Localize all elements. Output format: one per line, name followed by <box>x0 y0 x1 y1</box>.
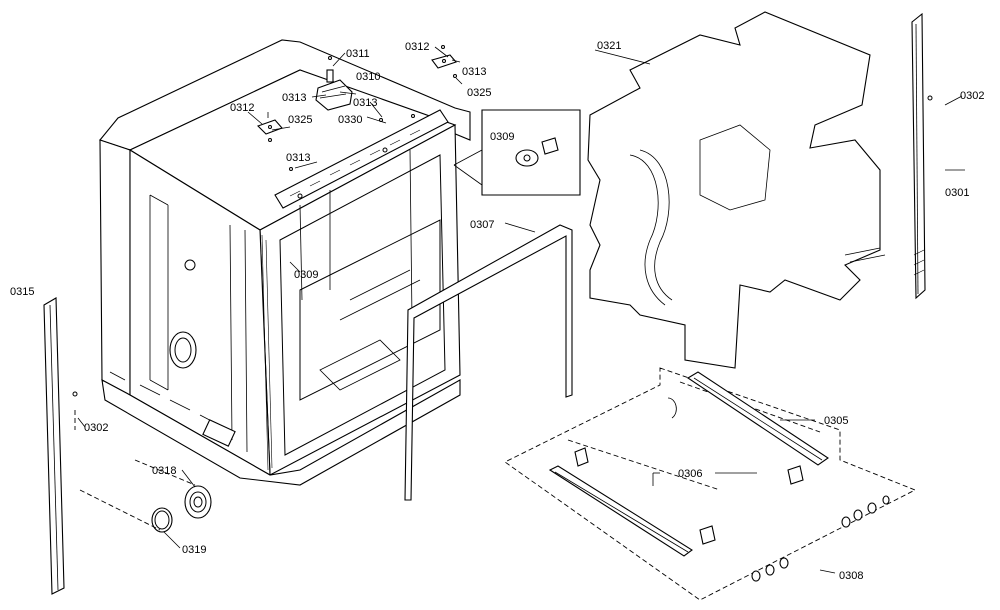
door-gasket-0307 <box>404 224 573 501</box>
label-0315: 0315 <box>10 286 34 298</box>
label-0313-mid: 0313 <box>286 152 310 164</box>
label-0325-left: 0325 <box>288 114 312 126</box>
side-strip-0315 <box>43 297 65 595</box>
part-0318 <box>184 485 212 519</box>
label-0312-left: 0312 <box>230 102 254 114</box>
part-0319 <box>151 507 173 533</box>
label-0313-center: 0313 <box>353 97 377 109</box>
dashed-guides <box>74 410 196 531</box>
label-0313-top: 0313 <box>462 66 486 78</box>
label-0309-box: 0309 <box>490 131 514 143</box>
label-0302-right: 0302 <box>960 90 984 102</box>
screw-0302-right <box>927 95 933 101</box>
label-0302-left: 0302 <box>84 422 108 434</box>
label-0313-left-hinge: 0313 <box>282 92 306 104</box>
side-strip-0301 <box>911 12 926 300</box>
label-0319: 0319 <box>182 544 206 556</box>
screws-top <box>268 45 457 171</box>
label-0309-inner: 0309 <box>294 269 318 281</box>
part-labels: 0311 0310 0313 0312 0313 0325 0312 0325 … <box>10 40 984 582</box>
label-0330: 0330 <box>338 114 362 126</box>
bracket-0312-top <box>431 54 457 69</box>
insulation-blanket-0321 <box>587 11 886 369</box>
leader-lines <box>77 46 965 574</box>
label-0312-top: 0312 <box>405 41 429 53</box>
label-0310: 0310 <box>356 71 380 83</box>
tub-assembly <box>99 39 471 486</box>
label-0301: 0301 <box>945 187 969 199</box>
label-0311: 0311 <box>346 48 370 60</box>
label-0321: 0321 <box>597 40 621 52</box>
lower-rail-assembly <box>504 367 917 601</box>
top-bracket <box>274 109 449 209</box>
label-0308: 0308 <box>839 570 863 582</box>
label-0305: 0305 <box>824 415 848 427</box>
callout-box-0309 <box>453 109 581 196</box>
label-0325-top: 0325 <box>467 87 491 99</box>
hinge-bracket-0310 <box>315 69 353 111</box>
screw-0302-left <box>72 391 78 397</box>
label-0306: 0306 <box>678 468 702 480</box>
label-0318: 0318 <box>152 465 176 477</box>
label-0307: 0307 <box>470 219 494 231</box>
